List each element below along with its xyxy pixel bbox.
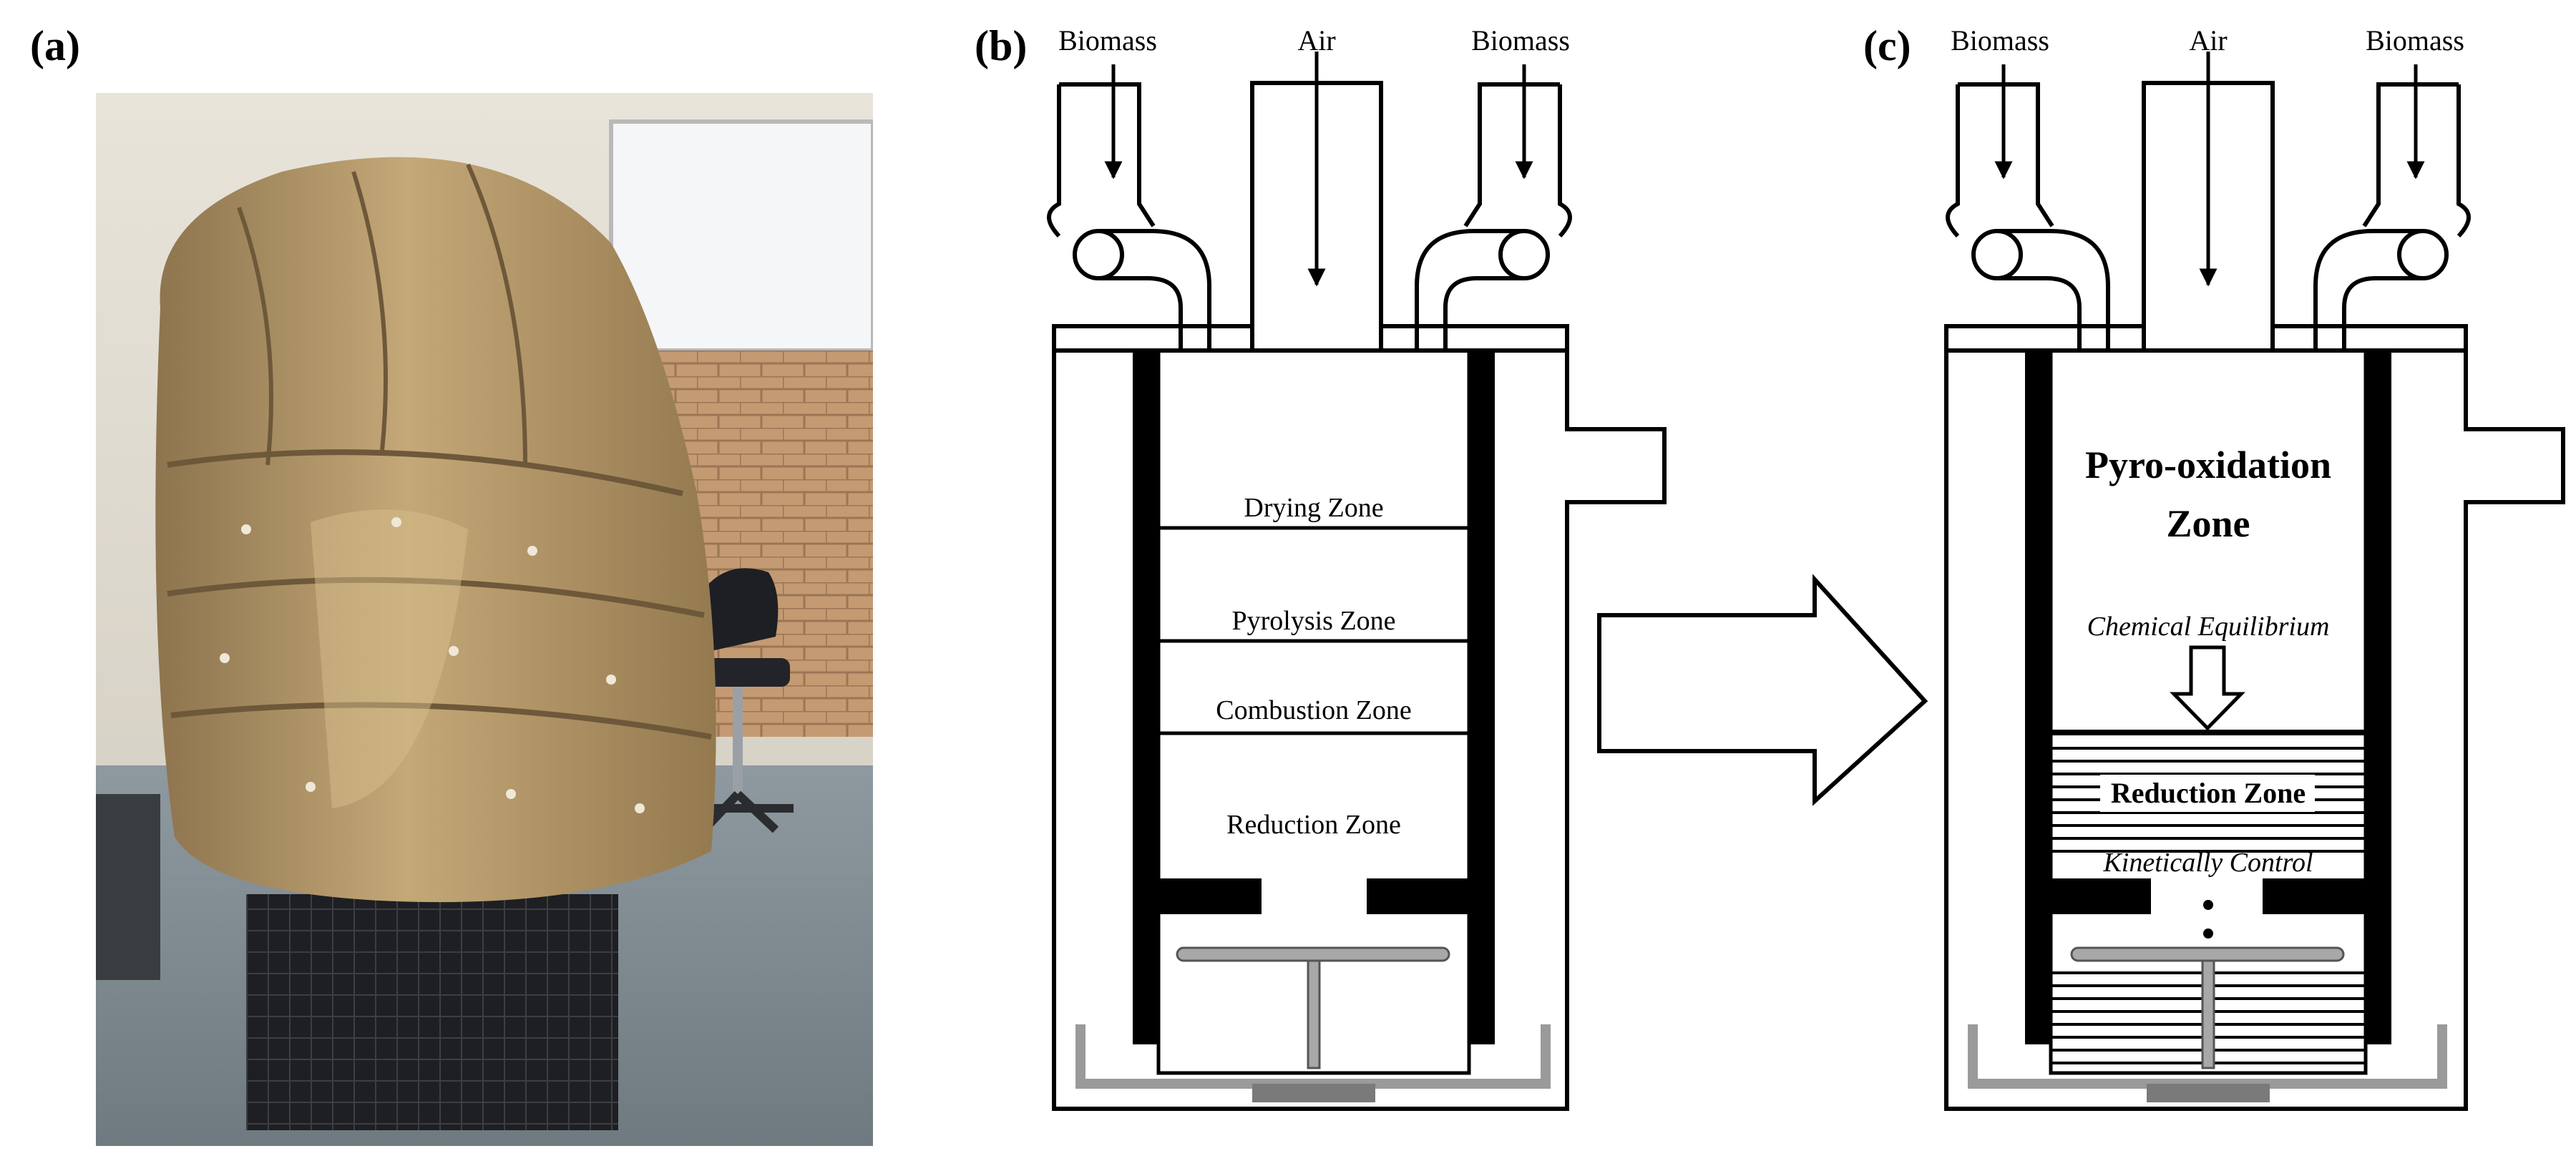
c-inlet-left-label: Biomass: [1951, 24, 2049, 57]
panel-label-b: (b): [975, 22, 1028, 69]
b-inlet-center-label: Air: [1297, 24, 1335, 57]
b-zone-drying: Drying Zone: [1244, 493, 1383, 523]
c-inlet-center-label: Air: [2189, 24, 2227, 57]
c-pyro-oxidation-line1: Pyro-oxidation: [2085, 444, 2331, 486]
b-zone-combustion: Combustion Zone: [1216, 695, 1411, 725]
panel-label-c: (c): [1863, 22, 1911, 69]
c-chemical-equilibrium: Chemical Equilibrium: [2087, 612, 2330, 642]
b-inlet-left-label: Biomass: [1058, 24, 1157, 57]
panel-b-diagram: Biomass Air Biomass Drying Zone Pyrolysi…: [1047, 24, 1667, 1111]
panel-label-a: (a): [30, 22, 80, 69]
c-inlet-right-label: Biomass: [2366, 24, 2464, 57]
equilibrium-arrow-icon: [2170, 645, 2245, 731]
b-zone-reduction: Reduction Zone: [1226, 810, 1401, 840]
gasifier-photo-icon: [96, 93, 873, 1146]
b-inlet-right-label: Biomass: [1471, 24, 1570, 57]
transition-arrow-icon: [1597, 574, 1928, 806]
gasifier-photo: [96, 93, 873, 1146]
c-kinetically-control: Kinetically Control: [2102, 848, 2313, 878]
c-zone-reduction: Reduction Zone: [2111, 777, 2306, 809]
b-zone-pyrolysis: Pyrolysis Zone: [1231, 606, 1395, 636]
panel-c-diagram: Biomass Air Biomass Pyro-oxidation Zone …: [1944, 24, 2565, 1111]
c-pyro-oxidation-line2: Zone: [2166, 502, 2250, 545]
